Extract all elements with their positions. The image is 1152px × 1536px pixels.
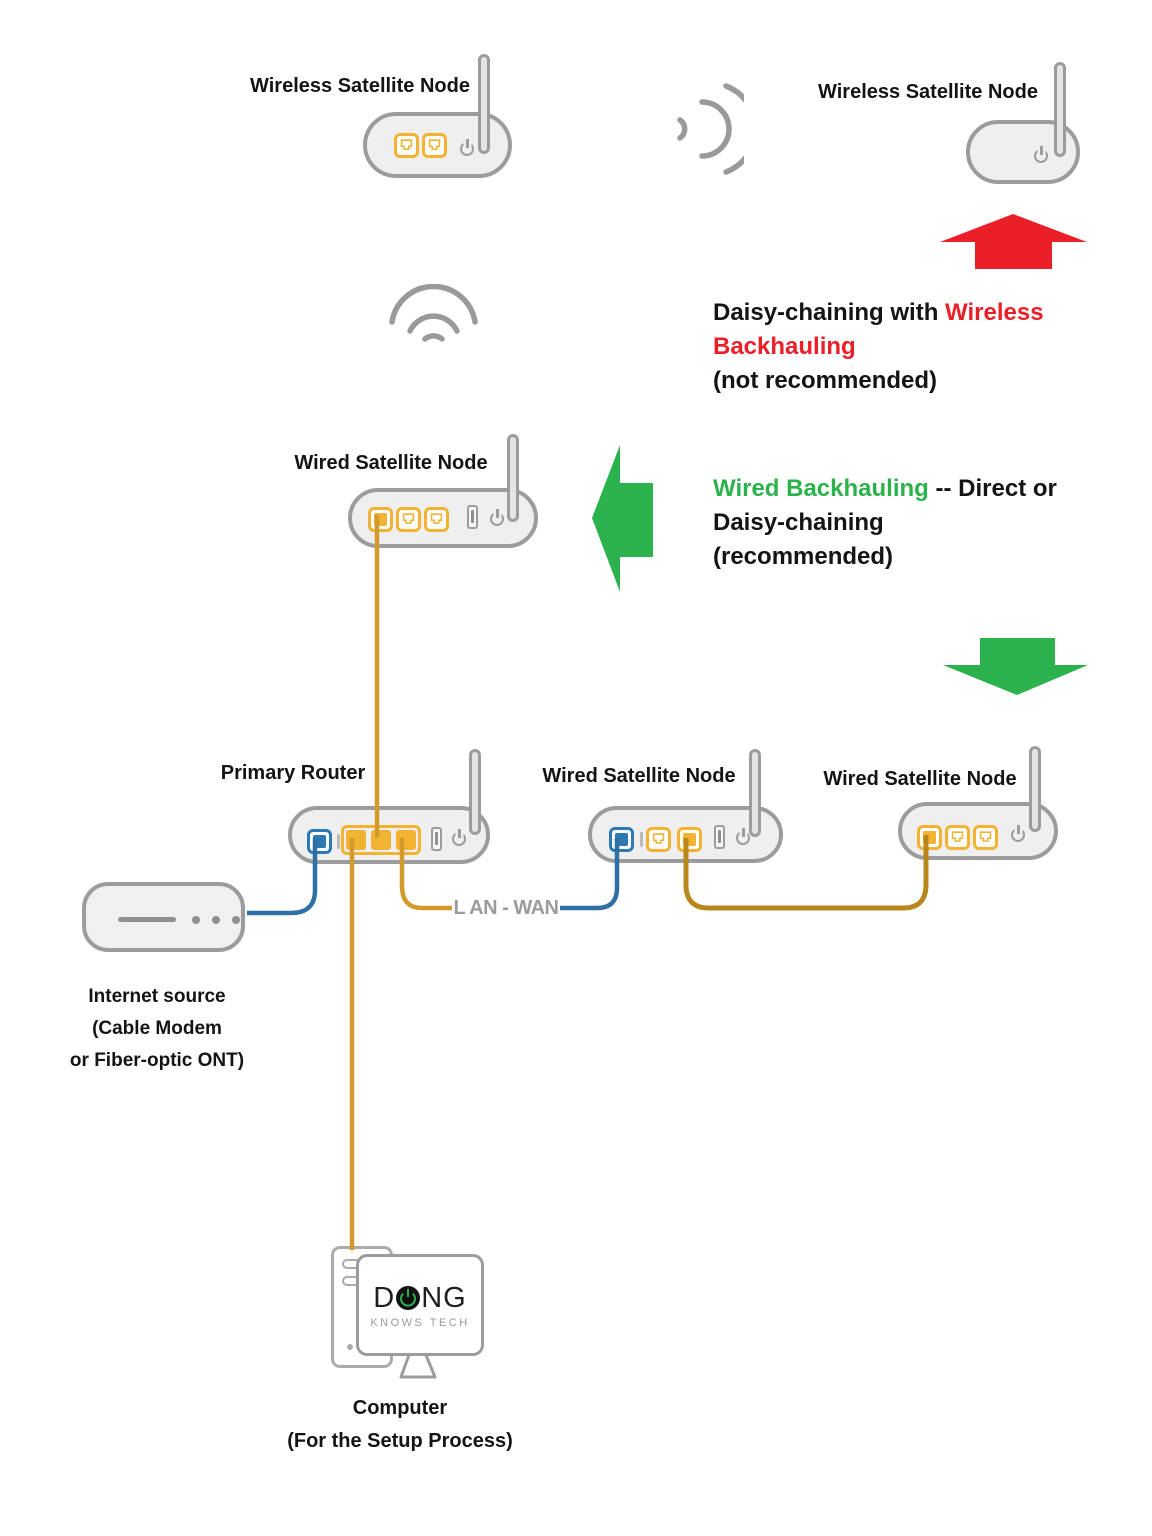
modem-slot bbox=[118, 917, 176, 922]
port-divider bbox=[640, 832, 643, 847]
annotation-line: Wired Backhauling -- Direct or bbox=[713, 475, 1057, 502]
antenna bbox=[478, 54, 490, 154]
computer-monitor: D NG KNOWS TECH bbox=[356, 1254, 484, 1356]
monitor-stand bbox=[399, 1354, 437, 1379]
antenna bbox=[1029, 746, 1041, 832]
wired-satellite-top-label: Wired Satellite Node bbox=[294, 452, 488, 474]
red-up-arrow-icon bbox=[940, 214, 1087, 269]
wireless-satellite-node-left bbox=[363, 54, 512, 178]
wired-satellite-node-mid bbox=[588, 749, 783, 863]
green-down-arrow-icon bbox=[943, 638, 1088, 695]
primary-router-label: Primary Router bbox=[220, 762, 366, 784]
wired-backhauling-annotation: Wired Backhauling -- Direct or Daisy-cha… bbox=[713, 472, 1057, 574]
antenna bbox=[1054, 62, 1066, 157]
power-icon bbox=[490, 509, 504, 526]
power-icon bbox=[1034, 146, 1048, 163]
logo-text: D bbox=[373, 1281, 396, 1314]
green-left-arrow-icon bbox=[592, 445, 653, 592]
ethernet-port-icon bbox=[422, 133, 447, 158]
internet-source-label: Internet source (Cable Modem or Fiber-op… bbox=[69, 986, 245, 1071]
port-divider bbox=[337, 834, 340, 849]
wifi-fan-icon bbox=[389, 284, 478, 342]
wired-satellite-far-label: Wired Satellite Node bbox=[823, 768, 1017, 790]
wireless-satellite-right-label: Wireless Satellite Node bbox=[818, 81, 1038, 103]
antenna bbox=[749, 749, 761, 837]
logo-power-icon bbox=[396, 1286, 421, 1310]
power-icon bbox=[1011, 825, 1025, 842]
ethernet-port-icon bbox=[396, 507, 421, 532]
internet-source-modem bbox=[82, 882, 245, 952]
wireless-backhauling-annotation: Daisy-chaining with Wireless Backhauling… bbox=[713, 296, 1044, 398]
lan-port-connected bbox=[677, 827, 702, 852]
ethernet-port-icon bbox=[394, 133, 419, 158]
radio-waves-icon bbox=[677, 83, 744, 175]
modem-led bbox=[212, 916, 220, 924]
ethernet-port-icon bbox=[945, 825, 970, 850]
usb-port-icon bbox=[714, 825, 725, 849]
annotation-line: Backhauling bbox=[713, 333, 856, 360]
annotation-line: (not recommended) bbox=[713, 367, 938, 394]
antenna bbox=[469, 749, 481, 835]
wired-satellite-mid-label: Wired Satellite Node bbox=[542, 765, 736, 787]
power-icon bbox=[452, 829, 466, 846]
lan-wan-label: L AN - WAN bbox=[453, 897, 560, 919]
power-icon bbox=[460, 139, 474, 156]
primary-router bbox=[288, 749, 490, 864]
power-icon bbox=[736, 828, 750, 845]
wireless-satellite-left-label: Wireless Satellite Node bbox=[250, 75, 470, 97]
lan-port-connected bbox=[371, 830, 391, 850]
modem-led bbox=[232, 916, 240, 924]
wired-satellite-node-top bbox=[348, 434, 538, 548]
ethernet-port-icon bbox=[973, 825, 998, 850]
ethernet-port-icon bbox=[424, 507, 449, 532]
wan-port-connected bbox=[307, 829, 332, 854]
ethernet-port-icon bbox=[646, 827, 671, 852]
usb-port-icon bbox=[431, 827, 442, 851]
wireless-satellite-node-right bbox=[966, 62, 1080, 184]
tower-button bbox=[347, 1344, 353, 1350]
annotation-line: Daisy-chaining bbox=[713, 509, 884, 536]
usb-port-icon bbox=[467, 505, 478, 529]
lan-port-connected bbox=[917, 825, 942, 850]
logo-text: NG bbox=[421, 1281, 467, 1314]
modem-led bbox=[192, 916, 200, 924]
wan-port-connected bbox=[609, 827, 634, 852]
annotation-line: Daisy-chaining with Wireless bbox=[713, 299, 1044, 326]
ethernet-port-connected bbox=[368, 507, 393, 532]
lan-port-connected bbox=[346, 830, 366, 850]
dong-logo: D NG bbox=[373, 1282, 466, 1315]
lan-ports-connected bbox=[341, 825, 421, 855]
lan-port-connected bbox=[396, 830, 416, 850]
logo-subtitle: KNOWS TECH bbox=[370, 1316, 470, 1329]
computer-label: Computer (For the Setup Process) bbox=[287, 1397, 513, 1452]
wired-satellite-node-far bbox=[898, 746, 1058, 860]
antenna bbox=[507, 434, 519, 522]
annotation-line: (recommended) bbox=[713, 543, 894, 570]
